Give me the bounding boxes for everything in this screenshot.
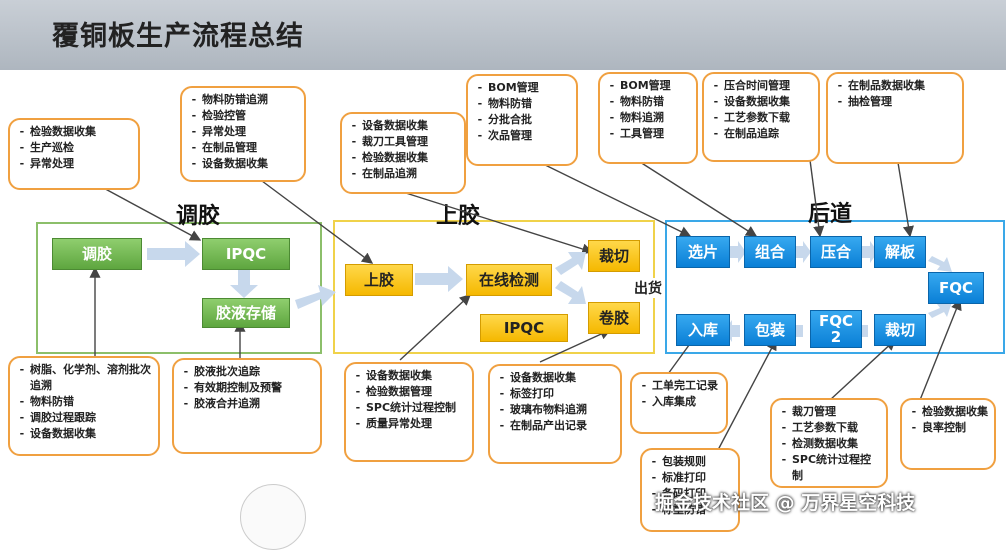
callout-item: 称重防错 <box>660 502 732 518</box>
watermark: 掘金技术社区 @ 万界星空科技 <box>655 492 916 514</box>
callout-item: 压合时间管理 <box>722 78 812 94</box>
node-ipqc-2: IPQC <box>480 314 568 342</box>
callout-item: 异常处理 <box>28 156 132 172</box>
callout-baozhuang: 包装规则 标准打印 条码打印 称重防错 <box>640 448 740 532</box>
callout-item: 裁刀工具管理 <box>360 134 458 150</box>
callout-item: 物料防错 <box>618 94 690 110</box>
callout-item: 异常处理 <box>200 124 298 140</box>
callout-yahe: 压合时间管理 设备数据收集 工艺参数下载 在制品追踪 <box>702 72 820 162</box>
callout-item: 裁刀管理 <box>790 404 880 420</box>
section-label-shangjiao: 上胶 <box>436 204 481 229</box>
callout-item: 条码打印 <box>660 486 732 502</box>
callout-item: 设备数据收集 <box>200 156 298 172</box>
label-chuhuo: 出货 <box>634 278 662 298</box>
callout-item: 设备数据收集 <box>508 370 614 386</box>
callout-item: 标准打印 <box>660 470 732 486</box>
callout-item: 在制品追溯 <box>360 166 458 182</box>
callout-item: 良率控制 <box>920 420 988 436</box>
node-caiqie-1: 裁切 <box>588 240 640 272</box>
node-ruku: 入库 <box>676 314 730 346</box>
callout-item: 在制品数据收集 <box>846 78 956 94</box>
callout-item: 次品管理 <box>486 128 570 144</box>
callout-zaixian-jiance: 设备数据收集 检验数据管理 SPC统计过程控制 质量异常处理 <box>344 362 474 462</box>
callout-item: 在制品追踪 <box>722 126 812 142</box>
section-houdao <box>665 220 1005 354</box>
callout-caiqie-2: 裁刀管理 工艺参数下载 检测数据收集 SPC统计过程控制 <box>770 398 888 488</box>
callout-item: 设备数据收集 <box>360 118 458 134</box>
callout-item: 调胶过程跟踪 <box>28 410 152 426</box>
page-title: 覆铜板生产流程总结 <box>52 21 304 52</box>
callout-item: 设备数据收集 <box>28 426 152 442</box>
node-ipqc-1: IPQC <box>202 238 290 270</box>
header-bar: 覆铜板生产流程总结 <box>0 0 1006 70</box>
callout-xuanpian: BOM管理 物料防错 分批合批 次品管理 <box>466 74 578 166</box>
callout-item: 工艺参数下载 <box>790 420 880 436</box>
callout-item: 物料防错 <box>28 394 152 410</box>
callout-item: 检验数据管理 <box>364 384 466 400</box>
callout-ruku: 工单完工记录 入库集成 <box>630 372 728 434</box>
callout-item: 入库集成 <box>650 394 720 410</box>
callout-item: 物料防错追溯 <box>200 92 298 108</box>
callout-ipqc-control: 物料防错追溯 检验控管 异常处理 在制品管理 设备数据收集 <box>180 86 306 182</box>
callout-item: 工单完工记录 <box>650 378 720 394</box>
callout-jiaoye: 胶液批次追踪 有效期控制及预警 胶液合并追溯 <box>172 358 322 454</box>
node-juanjiao: 卷胶 <box>588 302 640 334</box>
node-zaixian-jiance: 在线检测 <box>466 264 552 296</box>
callout-item: 检验数据收集 <box>28 124 132 140</box>
callout-item: 在制品产出记录 <box>508 418 614 434</box>
node-shangjiao: 上胶 <box>345 264 413 296</box>
node-jieban: 解板 <box>874 236 926 268</box>
decorative-circle <box>240 484 306 550</box>
callout-item: 树脂、化学剂、溶剂批次追溯 <box>28 362 152 394</box>
node-yahe: 压合 <box>810 236 862 268</box>
callout-item: SPC统计过程控制 <box>790 452 880 484</box>
node-baozhuang: 包装 <box>744 314 796 346</box>
callout-item: SPC统计过程控制 <box>364 400 466 416</box>
callout-item: 标签打印 <box>508 386 614 402</box>
callout-item: BOM管理 <box>486 80 570 96</box>
callout-tiaojiao-ipqc: 检验数据收集 生产巡检 异常处理 <box>8 118 140 190</box>
callout-item: 设备数据收集 <box>722 94 812 110</box>
section-label-houdao: 后道 <box>808 202 853 227</box>
callout-item: 有效期控制及预警 <box>192 380 314 396</box>
callout-item: 质量异常处理 <box>364 416 466 432</box>
callout-item: 工具管理 <box>618 126 690 142</box>
callout-item: 玻璃布物料追溯 <box>508 402 614 418</box>
callout-item: 检验数据收集 <box>360 150 458 166</box>
callout-item: 设备数据收集 <box>364 368 466 384</box>
callout-caiqie: 设备数据收集 裁刀工具管理 检验数据收集 在制品追溯 <box>340 112 466 194</box>
callout-item: 检测数据收集 <box>790 436 880 452</box>
node-xuanpian: 选片 <box>676 236 730 268</box>
callout-fqc: 检验数据收集 良率控制 <box>900 398 996 470</box>
callout-tiaojiao-materials: 树脂、化学剂、溶剂批次追溯 物料防错 调胶过程跟踪 设备数据收集 <box>8 356 160 456</box>
callout-jieban: 在制品数据收集 抽检管理 <box>826 72 964 164</box>
node-zuhe: 组合 <box>744 236 796 268</box>
node-caiqie-2: 裁切 <box>874 314 926 346</box>
callout-item: 胶液合并追溯 <box>192 396 314 412</box>
callout-item: 物料追溯 <box>618 110 690 126</box>
callout-item: 抽检管理 <box>846 94 956 110</box>
callout-item: 物料防错 <box>486 96 570 112</box>
callout-item: 分批合批 <box>486 112 570 128</box>
callout-item: 包装规则 <box>660 454 732 470</box>
callout-item: 检验数据收集 <box>920 404 988 420</box>
callout-juanjiao: 设备数据收集 标签打印 玻璃布物料追溯 在制品产出记录 <box>488 364 622 464</box>
callout-item: 生产巡检 <box>28 140 132 156</box>
callout-item: BOM管理 <box>618 78 690 94</box>
callout-item: 检验控管 <box>200 108 298 124</box>
callout-item: 胶液批次追踪 <box>192 364 314 380</box>
node-jiaoye-cunchu: 胶液存储 <box>202 298 290 328</box>
node-fqc: FQC <box>928 272 984 304</box>
node-fqc-2: FQC 2 <box>810 310 862 348</box>
node-tiaojiao: 调胶 <box>52 238 142 270</box>
callout-zuhe: BOM管理 物料防错 物料追溯 工具管理 <box>598 72 698 164</box>
callout-item: 在制品管理 <box>200 140 298 156</box>
callout-item: 工艺参数下载 <box>722 110 812 126</box>
section-label-tiaojiao: 调胶 <box>176 204 221 229</box>
